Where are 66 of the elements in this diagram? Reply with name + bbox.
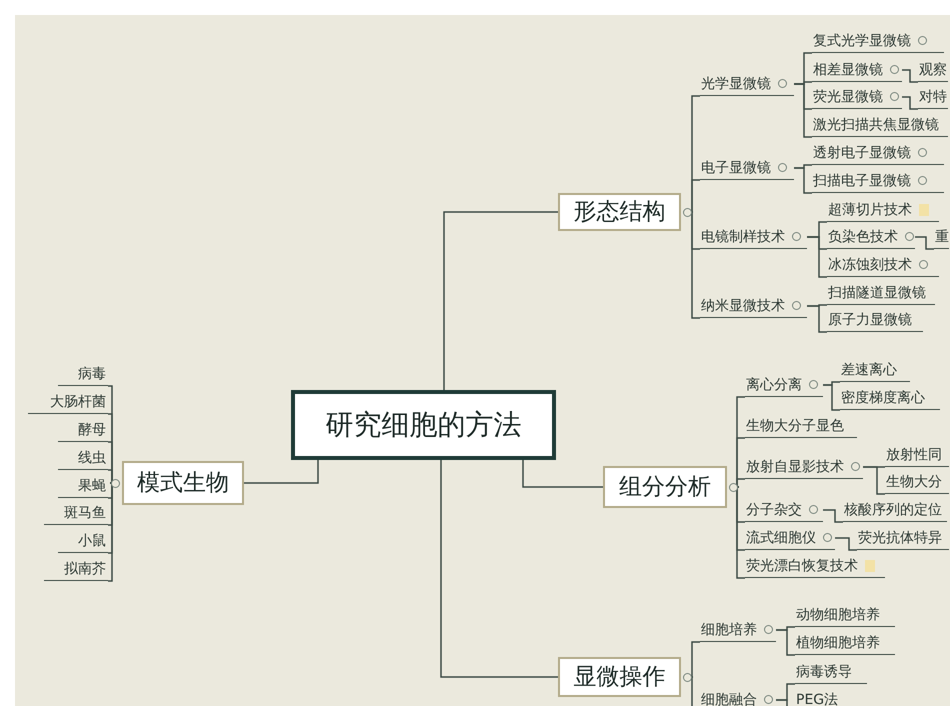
subtopic-label: 负染色技术 [828, 228, 898, 246]
subtopic-label: 电镜制样技术 [701, 228, 785, 246]
central-topic-box [291, 390, 556, 460]
subtopic-label: 光学显微镜 [701, 74, 771, 94]
subtopic-label: 纳米显微技术 [701, 296, 785, 316]
subtopic-label: 病毒 [78, 364, 106, 384]
subtopic-label: 果蝇 [78, 476, 106, 496]
connector-line [807, 305, 827, 333]
subtopic-label: 密度梯度离心 [841, 388, 925, 408]
connector-line [823, 384, 840, 411]
subtopic-label: 斑马鱼 [64, 504, 106, 522]
topic-label: 形态结构 [574, 198, 666, 227]
topic-label: 组分分析 [619, 472, 711, 502]
subtopic-label: 生物大分子显色 [746, 416, 844, 436]
subtopic-label: 大肠杆菌 [50, 392, 106, 412]
subtopic-label: 激光扫描共焦显微镜 [813, 116, 939, 134]
subtopic-label: 观察 [919, 60, 947, 80]
connector-line [902, 69, 918, 83]
subtopic-label: 拟南芥 [64, 560, 106, 578]
subtopic-label: PEG法 [796, 690, 838, 706]
topic-label: 研究细胞的方法 [326, 407, 522, 443]
subtopic-label: 植物细胞培养 [796, 634, 880, 652]
connector-line [443, 211, 558, 390]
subtopic-label: 放射性同 [886, 446, 942, 464]
connector-line [794, 83, 812, 138]
subtopic-label: 重 [935, 228, 949, 246]
subtopic-label: 病毒诱导 [796, 662, 852, 682]
subtopic-label: 差速离心 [841, 360, 897, 380]
connector-line [835, 537, 857, 551]
subtopic-label: 动物细胞培养 [796, 606, 880, 624]
topic-label: 模式生物 [137, 468, 229, 498]
subtopic-label: 放射自显影技术 [746, 458, 844, 476]
connector-line [823, 509, 843, 523]
subtopic-label: 荧光显微镜 [813, 88, 883, 106]
subtopic-label: 生物大分 [886, 472, 942, 492]
connector-line [915, 236, 934, 250]
subtopic-label: 荧光抗体特异 [858, 528, 942, 548]
subtopic-label: 透射电子显微镜 [813, 144, 911, 162]
connector-line [794, 167, 812, 194]
subtopic-label: 扫描隧道显微镜 [828, 284, 926, 302]
subtopic-label: 小鼠 [78, 532, 106, 550]
subtopic-label: 超薄切片技术 [828, 200, 912, 220]
subtopic-label: 对特 [919, 88, 947, 106]
topic-label: 显微操作 [574, 662, 666, 692]
subtopic-label: 核酸序列的定位 [844, 500, 942, 520]
connector-line [807, 236, 827, 278]
subtopic-label: 细胞融合 [701, 690, 757, 706]
connector-line [863, 466, 885, 495]
connector-line [522, 460, 603, 488]
subtopic-label: 荧光漂白恢复技术 [746, 556, 858, 576]
subtopic-label: 相差显微镜 [813, 60, 883, 80]
connector-line [776, 629, 795, 656]
subtopic-label: 细胞培养 [701, 620, 757, 640]
subtopic-label: 分子杂交 [746, 500, 802, 520]
subtopic-label: 冰冻蚀刻技术 [828, 256, 912, 274]
subtopic-label: 原子力显微镜 [828, 310, 912, 330]
subtopic-label: 电子显微镜 [701, 158, 771, 178]
subtopic-label: 线虫 [78, 448, 106, 468]
subtopic-label: 离心分离 [746, 376, 802, 394]
connector-line [244, 460, 319, 484]
subtopic-label: 复式光学显微镜 [813, 32, 911, 50]
subtopic-label: 流式细胞仪 [746, 528, 816, 548]
subtopic-label: 扫描电子显微镜 [813, 172, 911, 190]
subtopic-label: 酵母 [78, 420, 106, 440]
connector-line [440, 460, 558, 678]
connector-line [902, 96, 918, 110]
